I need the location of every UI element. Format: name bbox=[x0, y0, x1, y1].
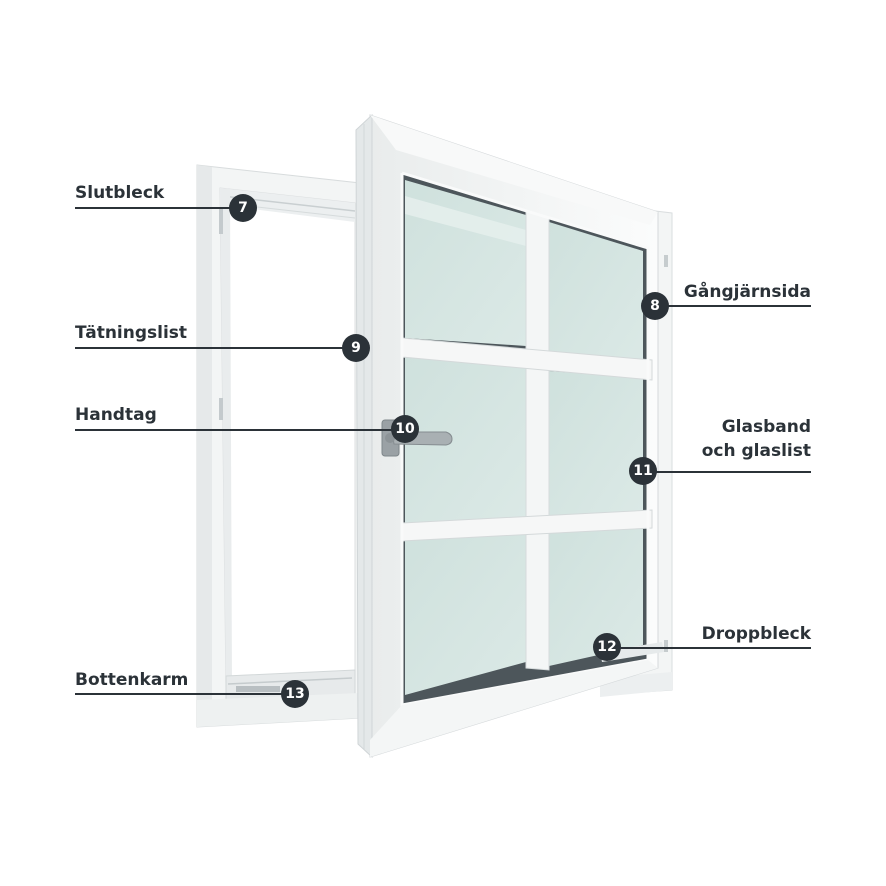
label-slutbleck: Slutbleck bbox=[75, 183, 165, 203]
badge-9: 9 bbox=[342, 334, 370, 362]
leader-line-11 bbox=[643, 471, 811, 473]
leader-line-7 bbox=[75, 207, 240, 209]
label-glasband-line2: och glaslist bbox=[701, 441, 811, 461]
label-gangjarnsida: Gångjärnsida bbox=[683, 282, 811, 302]
badge-12: 12 bbox=[593, 633, 621, 661]
label-glasband-line1: Glasband bbox=[721, 417, 811, 437]
badge-11: 11 bbox=[629, 457, 657, 485]
label-droppbleck: Droppbleck bbox=[701, 624, 811, 644]
label-tatningslist: Tätningslist bbox=[75, 323, 188, 343]
sill-hardware bbox=[236, 686, 280, 692]
sash bbox=[355, 113, 668, 759]
label-handtag: Handtag bbox=[75, 405, 157, 425]
badge-13: 13 bbox=[281, 680, 309, 708]
badge-8: 8 bbox=[641, 292, 669, 320]
outer-frame bbox=[196, 164, 361, 728]
label-bottenkarm: Bottenkarm bbox=[75, 670, 189, 690]
leader-line-9 bbox=[75, 347, 355, 349]
leader-line-12 bbox=[607, 647, 811, 649]
leader-line-10 bbox=[75, 429, 405, 431]
leader-line-8 bbox=[655, 305, 811, 307]
leader-line-13 bbox=[75, 693, 295, 695]
badge-7: 7 bbox=[229, 194, 257, 222]
badge-10: 10 bbox=[391, 415, 419, 443]
